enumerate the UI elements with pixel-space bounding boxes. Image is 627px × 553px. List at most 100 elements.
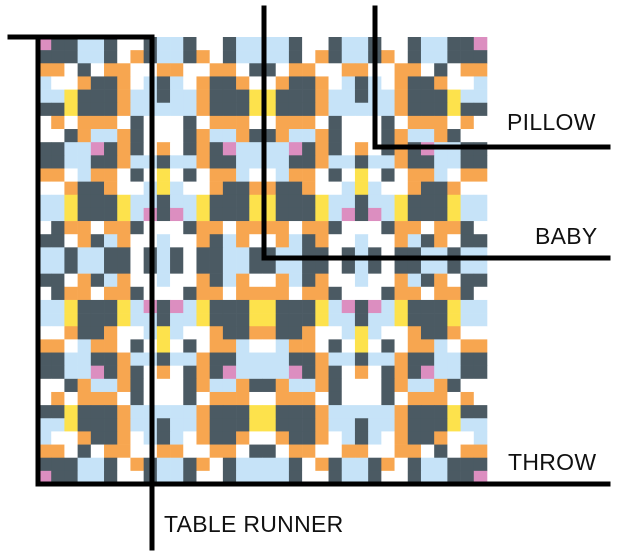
quilt-cell <box>315 274 329 287</box>
quilt-cell <box>91 313 105 326</box>
quilt-cell <box>91 392 105 405</box>
quilt-cell <box>210 445 224 458</box>
quilt-cell <box>329 155 343 168</box>
quilt-cell <box>315 129 329 142</box>
quilt-cell <box>130 458 144 471</box>
quilt-cell <box>408 50 422 63</box>
quilt-cell <box>170 379 184 392</box>
quilt-cell <box>130 418 144 431</box>
quilt-cell <box>64 142 78 155</box>
quilt-cell <box>447 195 461 208</box>
quilt-cell <box>395 103 409 116</box>
quilt-cell <box>64 366 78 379</box>
quilt-cell <box>236 313 250 326</box>
quilt-cell <box>236 274 250 287</box>
quilt-cell <box>104 247 118 260</box>
quilt-cell <box>157 116 171 129</box>
quilt-cell <box>461 221 475 234</box>
quilt-cell <box>434 195 448 208</box>
quilt-cell <box>236 155 250 168</box>
quilt-cell <box>447 221 461 234</box>
quilt-cell <box>183 63 197 76</box>
quilt-cell <box>302 326 316 339</box>
quilt-cell <box>104 182 118 195</box>
quilt-cell <box>91 366 105 379</box>
quilt-cell <box>249 313 263 326</box>
quilt-cell <box>342 168 356 181</box>
quilt-cell <box>183 221 197 234</box>
quilt-cell <box>302 155 316 168</box>
quilt-cell <box>329 445 343 458</box>
quilt-cell <box>381 234 395 247</box>
quilt-cell <box>157 300 171 313</box>
quilt-cell <box>263 261 277 274</box>
quilt-cell <box>78 208 92 221</box>
quilt-cell <box>196 103 210 116</box>
quilt-cell <box>395 116 409 129</box>
quilt-cell <box>157 326 171 339</box>
quilt-cell <box>78 103 92 116</box>
quilt-cell <box>210 37 224 50</box>
quilt-cell <box>78 116 92 129</box>
quilt-cell <box>329 129 343 142</box>
quilt-cell <box>315 103 329 116</box>
quilt-cell <box>461 379 475 392</box>
quilt-cell <box>236 76 250 89</box>
quilt-cell <box>196 142 210 155</box>
quilt-cell <box>196 90 210 103</box>
quilt-cell <box>276 63 290 76</box>
quilt-cell <box>302 287 316 300</box>
quilt-cell <box>381 37 395 50</box>
quilt-cell <box>249 300 263 313</box>
quilt-cell <box>342 261 356 274</box>
quilt-cell <box>355 300 369 313</box>
quilt-cell <box>210 405 224 418</box>
quilt-cell <box>368 287 382 300</box>
quilt-cell <box>355 287 369 300</box>
quilt-cell <box>78 379 92 392</box>
quilt-cell <box>64 287 78 300</box>
quilt-cell <box>315 155 329 168</box>
quilt-cell <box>51 458 65 471</box>
quilt-cell <box>104 313 118 326</box>
quilt-cell <box>329 261 343 274</box>
quilt-cell <box>368 392 382 405</box>
quilt-cell <box>474 129 488 142</box>
quilt-cell <box>355 155 369 168</box>
quilt-cell <box>51 103 65 116</box>
quilt-cell <box>130 155 144 168</box>
quilt-cell <box>447 274 461 287</box>
quilt-cell <box>170 90 184 103</box>
quilt-cell <box>381 129 395 142</box>
quilt-cell <box>447 445 461 458</box>
quilt-cell <box>368 221 382 234</box>
quilt-cell <box>249 234 263 247</box>
quilt-cell <box>236 129 250 142</box>
quilt-cell <box>130 392 144 405</box>
quilt-cell <box>130 287 144 300</box>
quilt-cell <box>236 208 250 221</box>
pillow-label: PILLOW <box>507 109 596 135</box>
quilt-cell <box>263 274 277 287</box>
quilt-cell <box>276 458 290 471</box>
quilt-cell <box>395 221 409 234</box>
quilt-cell <box>447 63 461 76</box>
quilt-cell <box>368 234 382 247</box>
quilt-cell <box>64 353 78 366</box>
quilt-cell <box>117 300 131 313</box>
quilt-cell <box>408 103 422 116</box>
quilt-cell <box>302 458 316 471</box>
quilt-cell <box>104 392 118 405</box>
quilt-cell <box>223 234 237 247</box>
quilt-cell <box>421 103 435 116</box>
quilt-cell <box>461 76 475 89</box>
quilt-cell <box>183 129 197 142</box>
quilt-cell <box>130 103 144 116</box>
quilt-cell <box>196 274 210 287</box>
quilt-cell <box>474 287 488 300</box>
quilt-cell <box>302 195 316 208</box>
quilt-cell <box>78 221 92 234</box>
quilt-cell <box>210 63 224 76</box>
quilt-cell <box>104 76 118 89</box>
quilt-cell <box>249 195 263 208</box>
